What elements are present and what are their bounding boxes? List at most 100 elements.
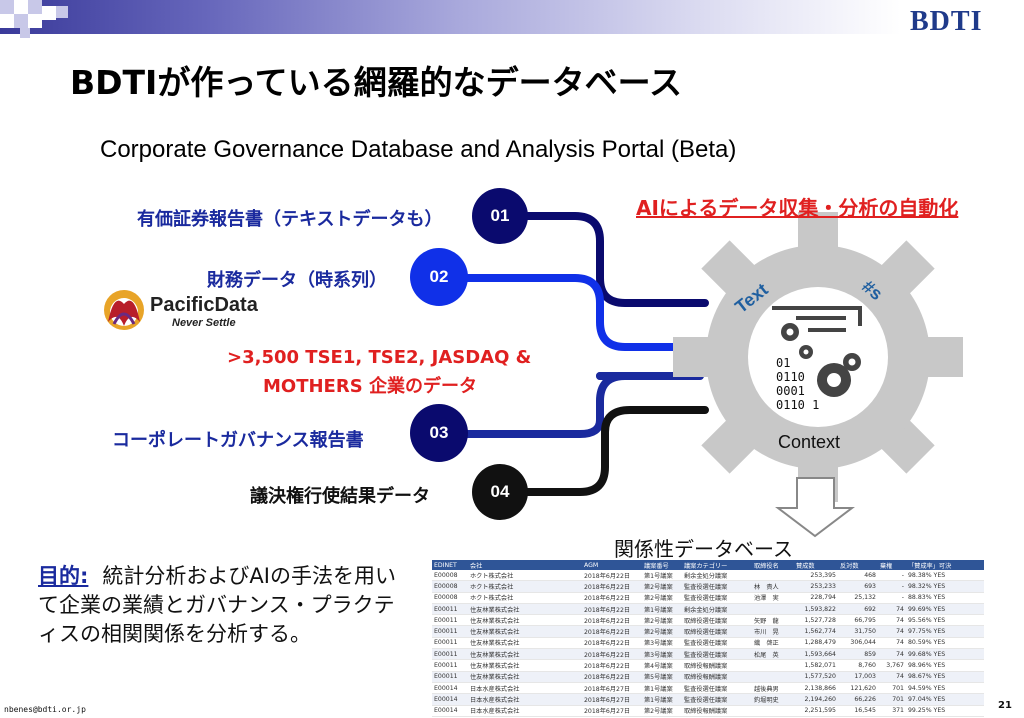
table-cell: 701 — [878, 682, 906, 695]
table-cell: ホクト株式会社 — [468, 580, 582, 593]
table-cell: 市川 晃 — [752, 625, 794, 638]
table-cell: 468 — [838, 570, 878, 582]
table-cell: 越後典男 — [752, 682, 794, 695]
table-header: 議案カテゴリー — [682, 560, 752, 570]
connector-02 — [436, 274, 709, 351]
table-cell: 74 — [878, 671, 906, 683]
table-cell: 日本水産株式会社 — [468, 705, 582, 717]
table-cell: 2018年6月22日 — [582, 580, 642, 593]
header-square — [0, 14, 14, 28]
table-cell: 第2号議案 — [642, 592, 682, 604]
table-cell: 94.59% YES — [906, 682, 984, 695]
table-cell: 692 — [838, 603, 878, 616]
table-cell: 住友林業株式会社 — [468, 648, 582, 661]
table-cell: E00011 — [432, 659, 468, 672]
table-cell: 日本水産株式会社 — [468, 682, 582, 695]
pacific-data-name: PacificData — [150, 294, 258, 316]
footer-email: nbenes@bdti.or.jp — [4, 705, 86, 714]
table-cell: 取締役選任議案 — [682, 614, 752, 627]
table-cell: E00011 — [432, 614, 468, 627]
table-cell: 98.67% YES — [906, 671, 984, 683]
ai-automation-title: AIによるデータ収集・分析の自動化 — [636, 196, 959, 220]
table-cell: 1,527,728 — [794, 614, 838, 627]
table-cell: 74 — [878, 648, 906, 661]
table-header: EDINET — [432, 560, 468, 570]
header-band — [0, 0, 1024, 34]
table-cell: 監査役選任議案 — [682, 693, 752, 706]
table-cell: 2,251,595 — [794, 705, 838, 717]
header-square — [28, 14, 42, 28]
table-cell: - — [878, 580, 906, 593]
table-cell: 池澤 実 — [752, 592, 794, 604]
table-cell: - — [878, 592, 906, 604]
table-cell: 2018年6月22日 — [582, 637, 642, 650]
table-cell: 剰余金処分議案 — [682, 570, 752, 582]
table-cell: ホクト株式会社 — [468, 592, 582, 604]
table-header: 棄権 — [878, 560, 906, 570]
table-cell: 88.83% YES — [906, 592, 984, 604]
table-cell: 17,003 — [838, 671, 878, 683]
table-cell: 2018年6月22日 — [582, 671, 642, 683]
table-cell: 2018年6月27日 — [582, 682, 642, 695]
table-cell: 第3号議案 — [642, 648, 682, 661]
table-cell: 2018年6月27日 — [582, 705, 642, 717]
table-cell: 99.68% YES — [906, 648, 984, 661]
table-cell: E00011 — [432, 671, 468, 683]
down-arrow-icon — [775, 477, 855, 538]
table-cell: 3,767 — [878, 659, 906, 672]
table-cell: - — [878, 570, 906, 582]
badge-03: 03 — [410, 404, 468, 462]
table-cell: 98.38% YES — [906, 570, 984, 582]
relational-db-caption: 関係性データベース — [614, 537, 793, 561]
table-cell: 第5号議案 — [642, 671, 682, 683]
table-cell: 2018年6月22日 — [582, 648, 642, 661]
table-cell: 第1号議案 — [642, 603, 682, 616]
connector-01 — [516, 212, 709, 307]
header-square — [42, 6, 56, 20]
table-header: 反対数 — [838, 560, 878, 570]
table-cell: 66,795 — [838, 614, 878, 627]
table-cell: 取締役報酬議案 — [682, 705, 752, 717]
header-square — [28, 0, 42, 14]
table-cell: 日本水産株式会社 — [468, 693, 582, 706]
table-cell: 74 — [878, 603, 906, 616]
table-cell: 取締役選任議案 — [682, 625, 752, 638]
table-cell: 253,233 — [794, 580, 838, 593]
table-cell: 第1号議案 — [642, 682, 682, 695]
table-cell: 第1号議案 — [642, 693, 682, 706]
source-label-governance-report: コーポレートガバナンス報告書 — [112, 430, 364, 451]
table-cell: 228,794 — [794, 592, 838, 604]
voting-results-table: EDINET 会社 AGM 議案番号 議案カテゴリー 取締役名 賛成数 反対数 … — [432, 560, 984, 717]
table-cell: 釣堀明史 — [752, 693, 794, 706]
badge-04: 04 — [472, 464, 528, 520]
table-cell: 剰余金処分議案 — [682, 603, 752, 616]
table-cell: 8,760 — [838, 659, 878, 672]
document-icon — [772, 306, 862, 332]
table-cell: 2,194,260 — [794, 693, 838, 706]
table-cell: 住友林業株式会社 — [468, 603, 582, 616]
table-header: 「賛成率」可決 — [906, 560, 984, 570]
page-title: BDTIが作っている網羅的なデータベース — [70, 63, 683, 102]
table-cell: 1,288,479 — [794, 637, 838, 650]
header-square — [56, 6, 68, 18]
table-cell: 第2号議案 — [642, 580, 682, 593]
table-cell: E00008 — [432, 580, 468, 593]
table-cell: E00014 — [432, 693, 468, 706]
source-label-voting-results: 議決権行使結果データ — [250, 486, 430, 507]
purpose-label: 目的: — [38, 564, 89, 588]
table-cell: 99.25% YES — [906, 705, 984, 717]
table-header: 賛成数 — [794, 560, 838, 570]
table-cell: 住友林業株式会社 — [468, 671, 582, 683]
table-cell: 1,593,664 — [794, 648, 838, 661]
pacific-data-tagline: Never Settle — [172, 317, 236, 329]
header-square — [0, 0, 14, 14]
table-cell: 97.04% YES — [906, 693, 984, 706]
table-cell: E00011 — [432, 637, 468, 650]
table-cell: 80.59% YES — [906, 637, 984, 650]
